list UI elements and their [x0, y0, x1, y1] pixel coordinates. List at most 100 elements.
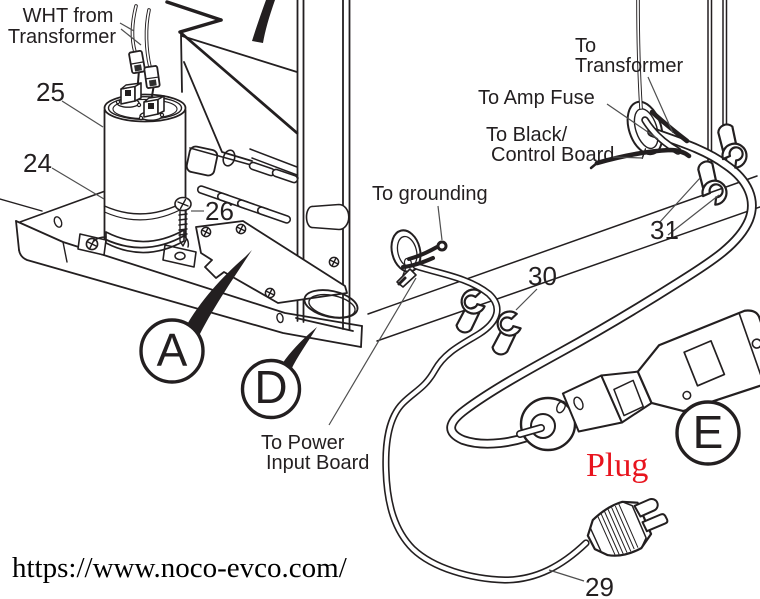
leader-amp-fuse	[606, 103, 659, 140]
cabinet-roof-left-edge	[178, 18, 223, 34]
chassis-base	[0, 145, 363, 348]
capacitor-seam2	[103, 206, 187, 221]
cord-clamp-30b	[483, 308, 527, 358]
label-to-transformer-line1: To	[575, 35, 596, 57]
callout-a-letter: A	[157, 324, 188, 376]
cabinet-shelf-lines	[249, 148, 298, 176]
callout-e-letter: E	[693, 406, 724, 458]
callout-markers: A D E	[139, 250, 741, 466]
capacitor-terminal-2	[139, 95, 165, 121]
capacitor	[93, 4, 190, 254]
panel-bottom-edges	[367, 175, 760, 342]
footer-url: https://www.noco-evco.com/	[12, 552, 348, 584]
cabinet-post-bottom	[295, 317, 354, 332]
label-wht-line2: Transformer	[8, 26, 117, 48]
label-to-black-line1: To Black/	[486, 124, 568, 146]
leader-wht-2	[120, 28, 142, 46]
label-to-power-line2: Input Board	[266, 452, 369, 474]
leader-lines	[51, 22, 720, 582]
board-screws	[200, 223, 340, 299]
leader-24	[51, 167, 105, 200]
base-large-hole-inner	[308, 293, 356, 319]
callout-e-circle	[675, 400, 741, 466]
leader-25	[61, 100, 104, 128]
terminal-screws	[115, 99, 165, 121]
base-front-top-edge	[15, 220, 363, 327]
leader-transformer	[647, 76, 674, 134]
plug-connector-body	[561, 309, 760, 433]
label-plug: Plug	[586, 447, 648, 484]
plug-connector	[520, 309, 760, 452]
part-number-31: 31	[650, 215, 679, 245]
label-to-amp-fuse: To Amp Fuse	[478, 87, 595, 109]
panel-vertical-edges	[707, 0, 728, 167]
roller	[311, 203, 350, 231]
callout-d-circle	[240, 358, 302, 420]
leader-29	[548, 569, 585, 582]
cabinet-wall-edge	[183, 61, 253, 162]
cabinet-corner-post	[296, 0, 351, 331]
callout-d-arrow	[282, 327, 317, 370]
control-board-wire-tip	[589, 161, 599, 170]
cabinet-roof-back-edge	[165, 0, 223, 22]
base-back-edge	[19, 189, 109, 223]
ring-oval-hole	[556, 400, 566, 414]
plug-boot-line	[589, 527, 602, 552]
leader-power-input	[328, 277, 417, 426]
black-wire-transformer	[649, 109, 690, 144]
cabinet-front-left-edge	[180, 33, 183, 93]
label-to-power-line1: To Power	[261, 432, 345, 454]
part-number-29: 29	[585, 572, 614, 599]
part-number-26: 26	[205, 196, 234, 226]
cabinet-roof-front-edge	[178, 30, 299, 135]
label-wht-line1: WHT from	[23, 5, 114, 27]
label-to-black-line2: Control Board	[491, 144, 614, 166]
callout-a-arrow	[185, 250, 252, 338]
capacitor-terminal-1	[116, 82, 142, 108]
callout-d-letter: D	[254, 361, 287, 413]
screw-26	[174, 196, 192, 247]
leader-31a	[658, 177, 701, 224]
text-labels: WHT from Transformer 25 24 26 To groundi…	[8, 5, 684, 599]
base-flange-fold	[62, 241, 68, 263]
side-panel	[367, 0, 760, 342]
part-number-30: 30	[528, 261, 557, 291]
base-left-oval	[53, 216, 63, 228]
cabinet	[165, 0, 354, 332]
plug-hatching	[597, 503, 639, 556]
label-to-transformer-line2: Transformer	[575, 55, 684, 77]
clamp-foot-right	[162, 244, 197, 268]
spade-connector-2	[143, 65, 161, 99]
power-input-wire-band	[397, 276, 407, 286]
capacitor-clamp-band	[105, 229, 185, 254]
cutoff-callout-arrow	[252, 0, 275, 43]
leader-30	[515, 288, 538, 311]
base-front-oval	[276, 312, 284, 324]
base-large-hole	[303, 289, 359, 319]
label-to-grounding: To grounding	[372, 183, 488, 205]
base-side-edges	[15, 220, 363, 348]
backwall-oval-hole	[222, 149, 236, 167]
backwall-cutout	[185, 145, 219, 177]
vent-slots	[196, 161, 299, 224]
leader-31b	[667, 194, 720, 236]
plug-face	[621, 501, 647, 549]
plug-blade	[641, 513, 669, 533]
ac-wall-plug	[586, 498, 669, 557]
power-input-board-plate	[195, 220, 348, 304]
clamp-foot-hole	[174, 251, 186, 261]
ground-wire-1	[407, 245, 439, 261]
leader-grounding	[437, 205, 443, 241]
capacitor-body	[103, 109, 187, 249]
leader-wht-1	[119, 22, 135, 32]
callout-a-circle	[139, 318, 205, 384]
harness-clamp-31a	[705, 120, 759, 172]
ground-wire-2	[401, 256, 435, 269]
part-number-24: 24	[23, 148, 52, 178]
leader-control-board	[611, 156, 644, 159]
part-number-25: 25	[36, 77, 65, 107]
capacitor-clamp-flares	[93, 235, 190, 248]
ground-ring-terminal	[436, 240, 448, 252]
